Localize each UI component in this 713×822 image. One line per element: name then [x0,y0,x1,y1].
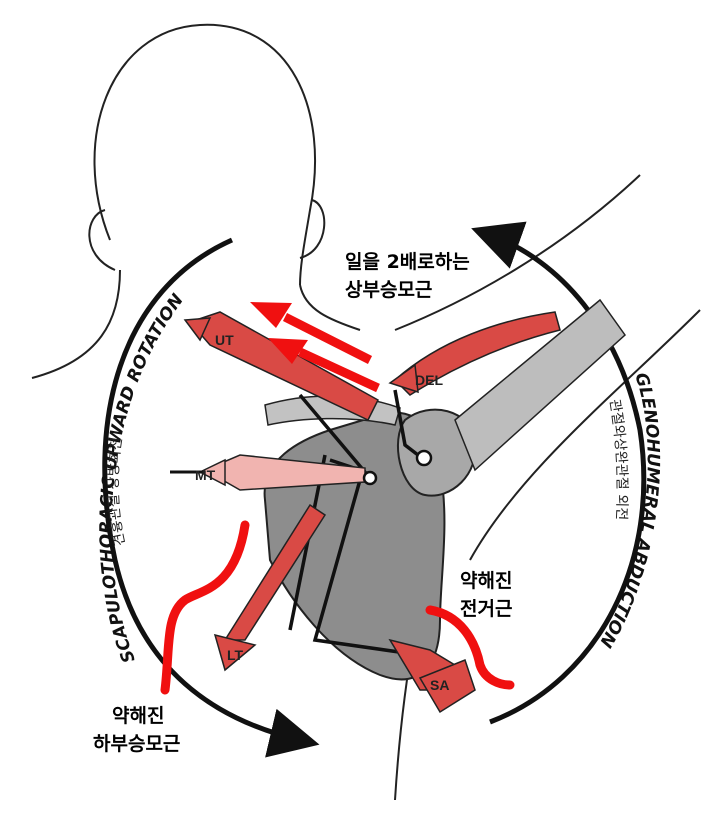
weak-serratus-curve [425,605,515,690]
weak-lower-trap-curve [160,520,250,695]
annotation-upper-trap-line2: 상부승모근 [345,279,432,301]
head-outline [31,23,361,379]
joint-glenohumeral [415,449,433,467]
muscle-del: DEL [388,311,561,396]
muscle-label-sa: SA [430,677,449,693]
overwork-arrows [250,302,380,393]
muscle-mt: MT [170,454,366,491]
arc-label-glenohumeral-ko: 관절와상완관절 외전 [606,398,629,520]
glenohumeral-abduction-arrow [471,221,647,725]
muscle-label-del: DEL [415,372,443,388]
humeral-head [397,408,477,497]
annotation-upper-trap-line1: 일을 2배로하는 [345,251,470,273]
humerus-shaft [454,298,626,472]
muscle-sa: SA [388,638,476,714]
joint-scapula-center [362,470,378,486]
annotation-serratus-line1: 약해진 [460,570,512,592]
scapulothoracic-rotation-arrow [102,237,320,758]
muscle-lt: LT [213,503,327,672]
annotation-lower-trap-line2: 하부승모근 [93,733,180,755]
muscle-label-ut: UT [215,332,234,348]
annotation-lower-trap-line1: 약해진 [112,705,164,727]
muscle-label-lt: LT [227,647,244,663]
annotation-serratus-line2: 전거근 [460,598,512,620]
muscle-ut: UT [183,311,379,421]
muscle-label-mt: MT [195,467,216,483]
